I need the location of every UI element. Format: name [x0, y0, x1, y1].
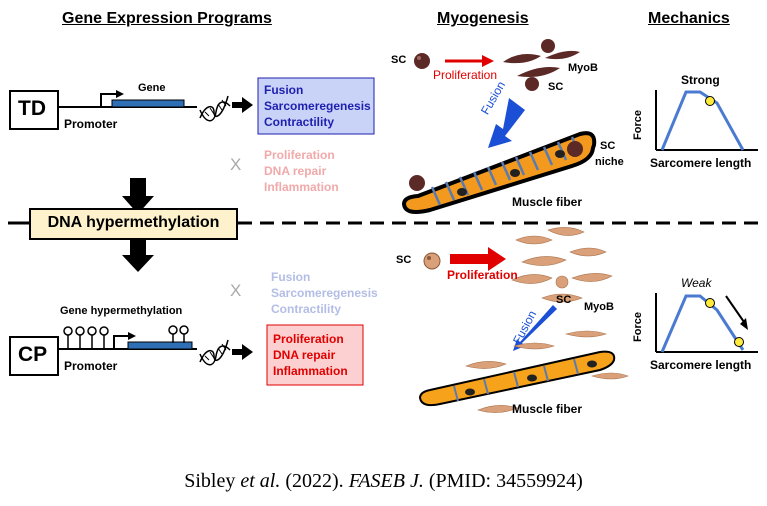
cp-output-arrow: [232, 344, 253, 360]
td-label-box: [9, 90, 59, 130]
td-active-programs-box: [257, 77, 375, 135]
td-mrna-icon: [199, 95, 231, 122]
cp-tss-arrow: [113, 335, 128, 349]
td-fusion-arrow: [488, 98, 525, 148]
cp-active-program: Inflammation: [273, 364, 348, 378]
cp-muscle-fiber: [418, 350, 616, 407]
cp-myo-sc2-label: SC: [556, 294, 572, 306]
td-output-arrow: [232, 97, 253, 113]
td-force-plot: [655, 90, 758, 151]
cp-active-programs-box: [266, 324, 364, 386]
td-repressed-programs: Proliferation DNA repair Inflammation: [258, 143, 374, 199]
cp-active-program: Proliferation: [273, 332, 344, 346]
td-proliferation-arrowhead: [482, 55, 494, 67]
cp-mech-ylabel: Force: [632, 312, 644, 342]
citation-etal: et al.: [240, 470, 281, 492]
td-mech-xlabel: Sarcomere length: [650, 156, 752, 170]
cp-force-plot: [655, 293, 758, 353]
td-to-methylation-arrow: [122, 178, 154, 214]
td-promoter-label: Promoter: [64, 117, 118, 131]
cp-label-box: [9, 336, 59, 376]
cp-label: CP: [18, 343, 48, 366]
td-muscle-fiber: [401, 131, 597, 214]
cp-repressed-x: X: [230, 281, 242, 300]
citation-pmid: (PMID: 34559924): [423, 470, 583, 492]
cp-gene-hypermethylation-label: Gene hypermethylation: [60, 305, 183, 317]
td-myo-proliferation-label: Proliferation: [433, 68, 498, 82]
cp-active-program: DNA repair: [273, 348, 336, 362]
cp-active-programs: Proliferation DNA repair Inflammation: [267, 327, 363, 383]
cp-promoter-label: Promoter: [64, 359, 118, 373]
td-satellite-cell-highlight: [417, 56, 421, 60]
td-myo-sc2-label: SC: [548, 81, 564, 93]
cp-mech-strength-label: Weak: [681, 276, 712, 290]
header-myogenesis: Myogenesis: [437, 10, 529, 27]
td-tss-arrow: [100, 93, 116, 107]
cp-tss-arrowhead: [128, 332, 136, 340]
cp-myo-proliferation-label: Proliferation: [447, 268, 518, 282]
cp-satellite-cell-nucleus: [427, 256, 431, 260]
cp-myoblast-cluster: [511, 227, 613, 303]
cp-mrna-icon: [199, 339, 231, 366]
methylation-to-cp-arrow: [122, 240, 154, 272]
cp-myo-sc-label: SC: [396, 254, 412, 266]
cp-fusion-arrow: [513, 305, 557, 351]
cp-gene-bar: [127, 341, 193, 350]
cp-methylation-marks: [63, 325, 189, 349]
cp-repressed-programs: Fusion Sarcomeregenesis Contractility: [265, 265, 395, 321]
td-satellite-cell: [414, 53, 430, 69]
td-myo-sc-label: SC: [391, 54, 407, 66]
td-fiber-sc-niche: [567, 141, 583, 157]
header-mechanics: Mechanics: [648, 10, 730, 27]
cp-repressed-program: Fusion: [271, 270, 311, 284]
cp-satellite-cell: [423, 252, 441, 270]
td-gene-bar: [111, 99, 185, 108]
td-myo-sc-niche-label-2: niche: [595, 156, 624, 168]
cp-repressed-program: Sarcomeregenesis: [271, 286, 378, 300]
td-repressed-x: X: [230, 155, 242, 174]
td-active-programs: Fusion Sarcomeregenesis Contractility: [258, 78, 374, 134]
td-mech-ylabel: Force: [632, 110, 644, 140]
citation-year: (2022).: [280, 470, 349, 492]
td-gene-label: Gene: [138, 82, 166, 94]
td-active-program: Contractility: [264, 115, 335, 129]
citation-journal: FASEB J.: [348, 470, 424, 492]
td-repressed-program: DNA repair: [264, 164, 327, 178]
td-myo-myob-label: MyoB: [568, 62, 598, 74]
td-myo-sc-niche-label-1: SC: [600, 140, 616, 152]
cp-fiber-myoblasts: [465, 330, 629, 413]
dna-hypermethylation-box: [29, 208, 238, 240]
td-active-program: Fusion: [264, 83, 304, 97]
cp-proliferation-arrow: [450, 247, 506, 271]
td-label: TD: [18, 97, 46, 120]
td-myo-muscle-fiber-label: Muscle fiber: [512, 195, 583, 209]
td-active-program: Sarcomeregenesis: [264, 99, 371, 113]
cp-mech-xlabel: Sarcomere length: [650, 358, 752, 372]
header-gene-expression: Gene Expression Programs: [62, 10, 272, 27]
cp-repressed-program: Contractility: [271, 302, 342, 316]
cp-myo-muscle-fiber-label: Muscle fiber: [512, 402, 583, 416]
td-repressed-program: Proliferation: [264, 148, 335, 162]
td-fiber-sc-left: [409, 175, 425, 191]
td-mech-strength-label: Strong: [681, 73, 720, 87]
td-repressed-program: Inflammation: [264, 180, 339, 194]
td-myoblast-cluster: [503, 39, 580, 91]
citation: Sibley et al. (2022). FASEB J. (PMID: 34…: [0, 470, 767, 493]
citation-authors: Sibley: [184, 470, 236, 492]
cp-myo-myob-label: MyoB: [584, 301, 614, 313]
td-tss-arrowhead: [116, 90, 124, 98]
dna-hypermethylation-label: DNA hypermethylation: [47, 214, 220, 231]
